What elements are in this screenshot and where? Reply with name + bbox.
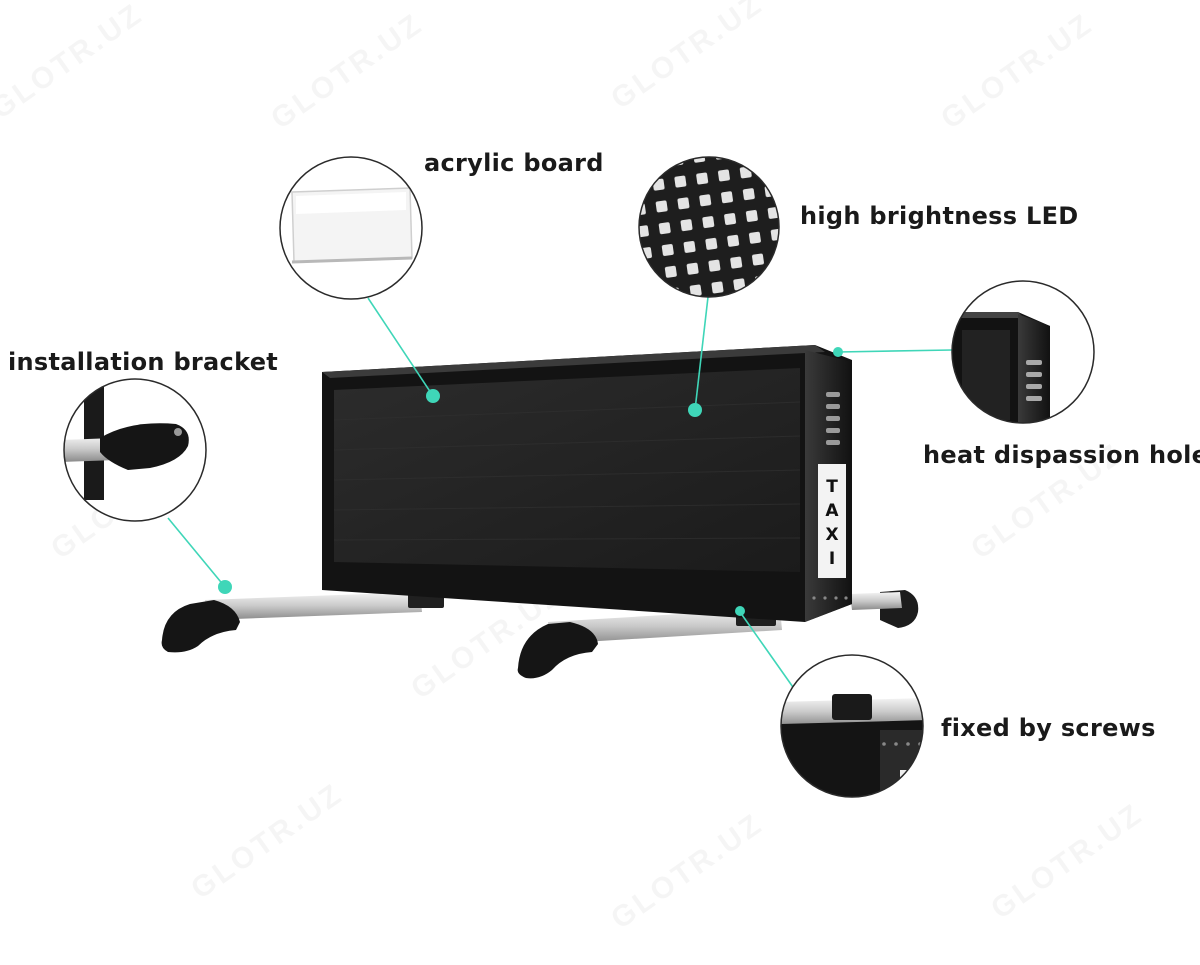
watermark-text: GLOTR.UZ (935, 7, 1099, 136)
heat-dispassion-holes (826, 392, 840, 445)
led-display-cabinet: T A X I (322, 345, 852, 622)
acrylic-board-label: acrylic board (424, 149, 604, 177)
acrylic-board-zoom (279, 156, 423, 300)
taxi-sign-letter: T (826, 477, 838, 497)
watermark-text: GLOTR.UZ (185, 777, 349, 906)
heat-hole-zoom (951, 280, 1095, 424)
led-screen (334, 368, 800, 572)
installation-bracket-zoom (63, 378, 207, 522)
heat-hole-marker (833, 347, 843, 357)
taxi-sign-letter: A (825, 501, 839, 521)
heat-dispassion-hole-label: heat dispassion hole (923, 441, 1200, 469)
watermark-text: GLOTR.UZ (0, 0, 149, 126)
installation-bracket-label: installation bracket (8, 348, 279, 376)
led-zoom (638, 156, 780, 298)
watermark-text: GLOTR.UZ (985, 797, 1149, 926)
high-brightness-led-label: high brightness LED (800, 202, 1079, 230)
fixed-by-screws-label: fixed by screws (941, 714, 1156, 742)
callout-dots (218, 347, 843, 616)
taxi-sign-letter: X (825, 525, 838, 545)
screw-marker (735, 606, 745, 616)
callout-lines (167, 296, 953, 691)
watermark-text: GLOTR.UZ (605, 0, 769, 116)
watermark-text: GLOTR.UZ (605, 807, 769, 936)
bracket-marker (218, 580, 232, 594)
acrylic-board-marker (426, 389, 440, 403)
watermark-text: GLOTR.UZ (265, 7, 429, 136)
taxi-sign-letter: I (829, 549, 835, 569)
screws-zoom (780, 654, 924, 798)
taxi-sign (818, 464, 846, 578)
led-marker (688, 403, 702, 417)
